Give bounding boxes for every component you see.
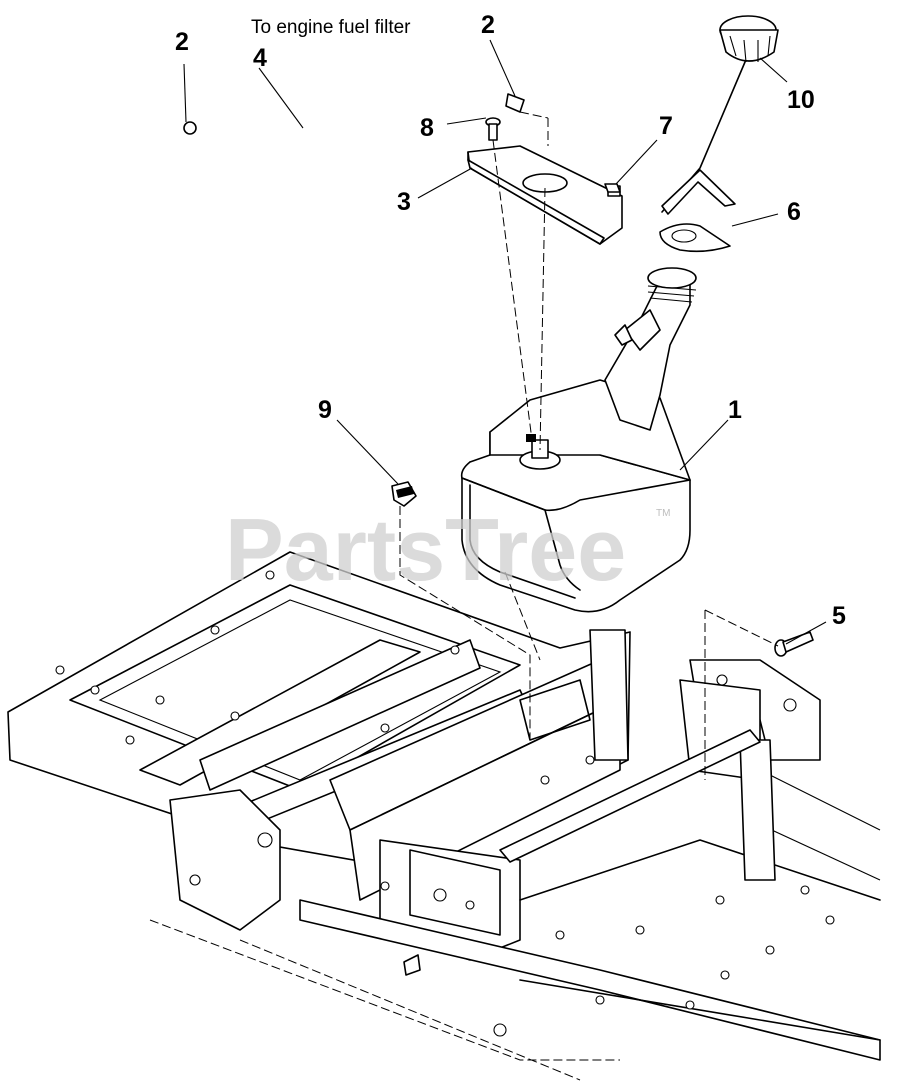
callout-9: 9: [318, 396, 332, 424]
fuel-cap: [719, 15, 779, 63]
watermark: PartsTree: [225, 500, 626, 599]
screw: [485, 117, 501, 141]
gasket: [659, 223, 731, 253]
fuel-hose: [183, 57, 525, 147]
callout-6: 6: [787, 198, 801, 226]
callout-4: 4: [253, 44, 267, 72]
trademark-mark: TM: [656, 508, 670, 519]
callout-2-left: 2: [175, 28, 189, 56]
leader-lines: [183, 39, 827, 645]
callout-8: 8: [420, 114, 434, 142]
nut: [604, 183, 621, 193]
bolt: [774, 631, 814, 657]
fuel-tank: [460, 267, 697, 613]
callout-3: 3: [397, 188, 411, 216]
note-engine-fuel-filter: To engine fuel filter: [251, 17, 411, 38]
fuel-fitting: [391, 481, 417, 507]
callout-7: 7: [659, 112, 673, 140]
callout-2-right: 2: [481, 11, 495, 39]
assembly-guide-lines: [399, 111, 779, 780]
callout-5: 5: [832, 602, 846, 630]
callout-10: 10: [787, 86, 815, 114]
cap-tether: [661, 61, 746, 215]
callout-1: 1: [728, 396, 742, 424]
frame-bolt-holes: [55, 570, 835, 1037]
chassis-frame: [7, 551, 881, 1081]
